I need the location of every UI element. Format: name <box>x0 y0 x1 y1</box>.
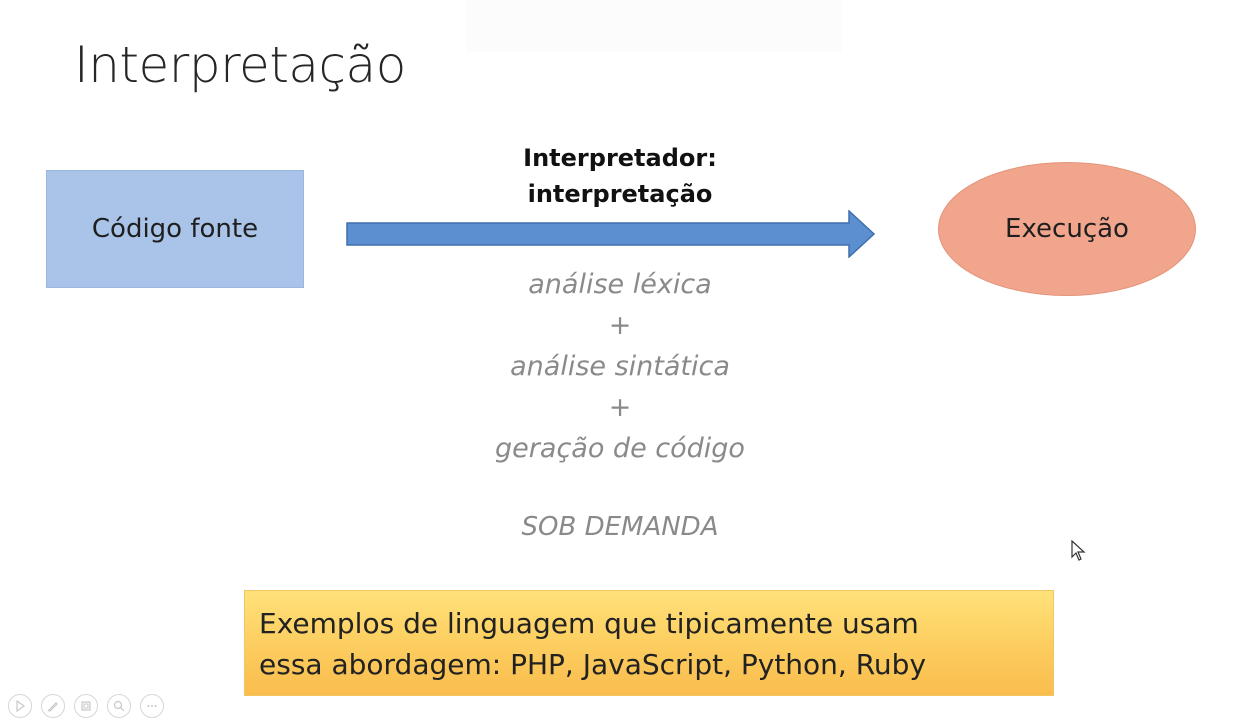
more-button[interactable] <box>140 694 164 718</box>
examples-box: Exemplos de linguagem que tipicamente us… <box>244 590 1054 696</box>
on-demand-label: SOB DEMANDA <box>521 512 719 542</box>
interpreter-label-line1: Interpretador: <box>523 144 717 172</box>
step-codegen: geração de código <box>495 433 745 464</box>
step-syntactic: análise sintática <box>510 351 730 382</box>
process-arrow-shape <box>346 210 876 258</box>
zoom-button[interactable] <box>107 694 131 718</box>
step-plus-2: + <box>608 392 632 423</box>
pen-button[interactable] <box>41 694 65 718</box>
mouse-cursor-icon <box>1071 540 1086 561</box>
interpreter-label: Interpretador: interpretação <box>470 140 770 212</box>
source-code-label: Código fonte <box>91 214 259 244</box>
presenter-controls <box>8 694 164 720</box>
slide-title: Interpretação <box>74 36 406 94</box>
execution-ellipse: Execução <box>938 162 1196 296</box>
execution-label: Execução <box>1005 214 1129 244</box>
more-icon <box>147 705 157 707</box>
process-arrow <box>346 210 876 258</box>
play-icon <box>16 699 26 713</box>
zoom-icon <box>113 700 125 712</box>
step-lexical: análise léxica <box>528 269 712 300</box>
examples-line1: Exemplos de linguagem que tipicamente us… <box>259 607 919 640</box>
examples-line2: essa abordagem: PHP, JavaScript, Python,… <box>259 648 927 681</box>
play-button[interactable] <box>8 694 32 718</box>
slides-icon <box>81 701 91 711</box>
slides-button[interactable] <box>74 694 98 718</box>
interpretation-steps: análise léxica + análise sintática + ger… <box>440 264 800 469</box>
interpreter-label-line2: interpretação <box>527 180 713 208</box>
source-code-box: Código fonte <box>46 170 304 288</box>
top-strip <box>466 0 842 52</box>
step-plus-1: + <box>608 310 632 341</box>
pen-icon <box>47 702 58 712</box>
